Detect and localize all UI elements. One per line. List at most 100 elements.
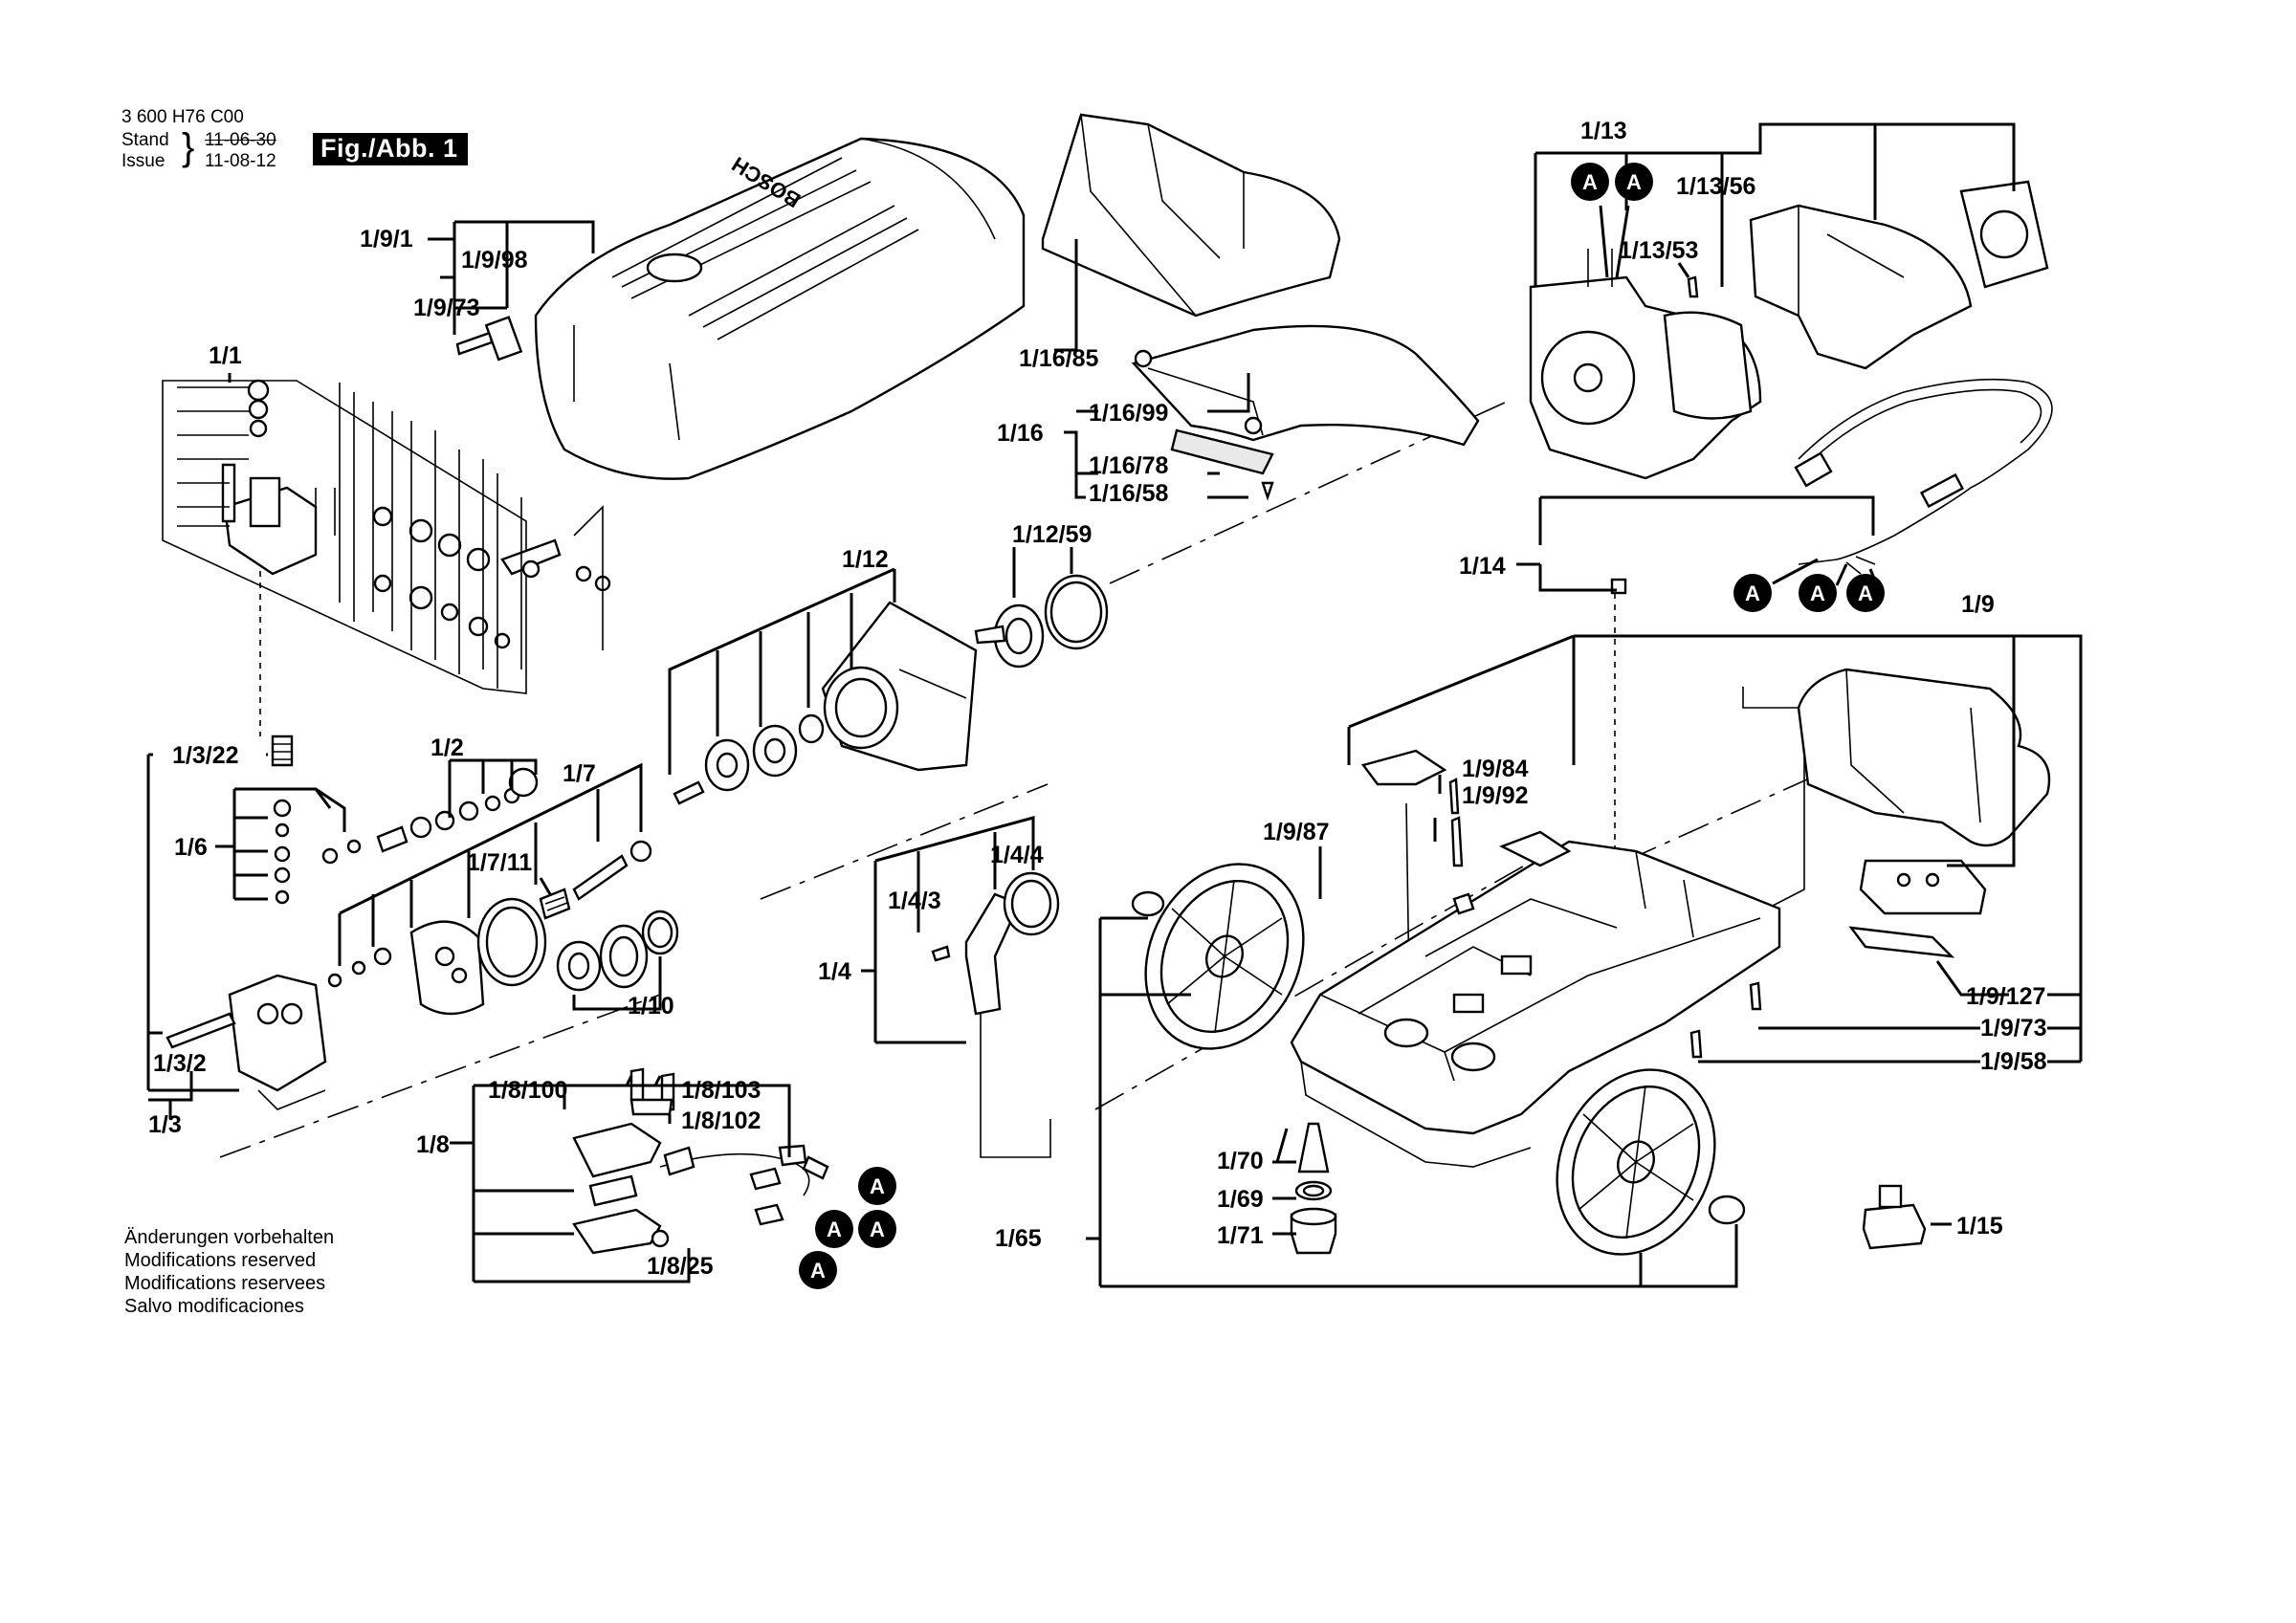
hose-guide-part (1131, 324, 1480, 475)
label-1-13-53: 1/13/53 (1619, 237, 1698, 264)
leader-lines (146, 122, 2083, 1288)
label-1-65: 1/65 (995, 1225, 1042, 1252)
wheel-left-part (1131, 863, 1305, 1050)
motor-end-plate-part (1959, 180, 2049, 289)
label-1-9-1: 1/9/1 (360, 226, 413, 252)
label-1-8: 1/8 (416, 1131, 450, 1158)
wire-marker-a-9: A (799, 1251, 837, 1289)
svg-text:A: A (870, 1174, 885, 1198)
motor-cover-part (1749, 204, 1973, 370)
wire-marker-a-6: A (858, 1167, 896, 1205)
label-1-9-98: 1/9/98 (461, 247, 528, 274)
label-1-9: 1/9 (1961, 591, 1995, 618)
label-1-8-100: 1/8/100 (488, 1077, 567, 1104)
seal-set-group (409, 767, 539, 839)
document-number: 3 600 H76 C00 (121, 107, 244, 127)
label-1-13-56: 1/13/56 (1676, 173, 1755, 200)
svg-text:A: A (1626, 170, 1642, 194)
power-cord-part (1610, 378, 2053, 595)
part-number-labels: 1/9/1 1/9/98 1/9/73 1/1 1/3/22 1/6 1/3/2… (148, 118, 2047, 1280)
label-1-12: 1/12 (842, 546, 889, 573)
label-1-10: 1/10 (628, 993, 674, 1020)
label-1-8-103: 1/8/103 (681, 1077, 761, 1104)
wire-marker-a-1: A (1571, 163, 1609, 201)
svg-text:A: A (1745, 581, 1760, 605)
footer-notes: Änderungen vorbehalten Modifications res… (124, 1226, 334, 1318)
label-1-9-87: 1/9/87 (1263, 819, 1330, 845)
label-1-9-73-right: 1/9/73 (1980, 1015, 2047, 1042)
label-1-71: 1/71 (1217, 1222, 1264, 1249)
issue-label: Issue (121, 151, 166, 171)
inlet-connector-group (931, 871, 1060, 1016)
label-1-12-59: 1/12/59 (1012, 521, 1092, 548)
svg-text:A: A (1858, 581, 1873, 605)
stand-date: 11-06-30 (205, 130, 276, 150)
svg-text:A: A (870, 1217, 885, 1241)
brace-glyph: } (182, 126, 195, 168)
issue-date: 11-08-12 (205, 151, 276, 171)
pump-housing-group (166, 974, 327, 1110)
wire-marker-a-7: A (815, 1210, 853, 1248)
label-1-3: 1/3 (148, 1111, 182, 1138)
footer-line-es: Salvo modificaciones (124, 1296, 304, 1317)
label-1-16-58: 1/16/58 (1089, 480, 1169, 507)
label-1-4: 1/4 (818, 958, 851, 985)
label-1-69: 1/69 (1217, 1186, 1264, 1213)
label-1-7: 1/7 (563, 760, 596, 787)
valve-head-group (162, 379, 611, 694)
foot-pad-parts (1360, 749, 1987, 958)
wire-marker-a-5: A (1846, 574, 1885, 612)
wire-marker-a-4: A (1799, 574, 1837, 612)
svg-text:A: A (1810, 581, 1825, 605)
stand-label: Stand (121, 130, 169, 150)
label-1-9-84: 1/9/84 (1462, 756, 1529, 782)
wobble-housing-group (673, 574, 1109, 805)
hose-fitting-parts (1290, 1122, 1337, 1255)
spring-and-valve-parts (271, 735, 408, 905)
wire-marker-a-3: A (1733, 574, 1772, 612)
main-frame-group (1290, 840, 1781, 1168)
label-1-15: 1/15 (1956, 1213, 2003, 1239)
footer-line-fr: Modifications reservees (124, 1273, 326, 1294)
label-1-9-127: 1/9/127 (1966, 983, 2045, 1010)
figure-badge: Fig./Abb. 1 (313, 133, 468, 165)
svg-text:A: A (810, 1259, 826, 1283)
piston-plate-group (327, 840, 679, 1016)
label-1-9-92: 1/9/92 (1462, 782, 1529, 809)
pressure-switch-part (1862, 1184, 1927, 1250)
label-1-1: 1/1 (209, 342, 242, 369)
label-1-4-3: 1/4/3 (888, 888, 941, 914)
label-1-4-4: 1/4/4 (990, 842, 1044, 868)
label-1-70: 1/70 (1217, 1148, 1264, 1174)
wire-marker-a-2: A (1615, 163, 1653, 201)
label-1-16-85: 1/16/85 (1019, 345, 1099, 372)
label-1-9-73-top: 1/9/73 (413, 295, 480, 321)
svg-text:A: A (1582, 170, 1598, 194)
label-1-7-11: 1/7/11 (467, 849, 532, 876)
footer-line-de: Änderungen vorbehalten (124, 1227, 335, 1248)
label-1-9-58: 1/9/58 (1980, 1048, 2047, 1075)
label-1-3-22: 1/3/22 (172, 742, 239, 769)
label-1-14: 1/14 (1459, 553, 1506, 580)
label-1-2: 1/2 (430, 735, 464, 761)
label-1-16-78: 1/16/78 (1089, 452, 1169, 479)
label-1-8-25: 1/8/25 (647, 1253, 714, 1280)
label-1-8-102: 1/8/102 (681, 1108, 761, 1134)
top-cover-part: BOSCH (534, 137, 1026, 480)
label-1-16-99: 1/16/99 (1089, 400, 1168, 427)
label-1-16: 1/16 (997, 420, 1044, 447)
label-1-13: 1/13 (1580, 118, 1627, 144)
wheel-right-part (1556, 1068, 1746, 1256)
storage-tray-part (1041, 113, 1341, 318)
wire-marker-a-8: A (858, 1210, 896, 1248)
switch-electrical-group (572, 1067, 829, 1255)
screw-parts (455, 275, 1762, 1059)
svg-text:A: A (827, 1217, 842, 1241)
motor-assembly-part (1529, 249, 1762, 480)
rear-cover-part (1797, 668, 2051, 847)
footer-line-en: Modifications reserved (124, 1250, 317, 1271)
label-1-6: 1/6 (174, 834, 208, 861)
label-1-3-2: 1/3/2 (153, 1050, 207, 1077)
